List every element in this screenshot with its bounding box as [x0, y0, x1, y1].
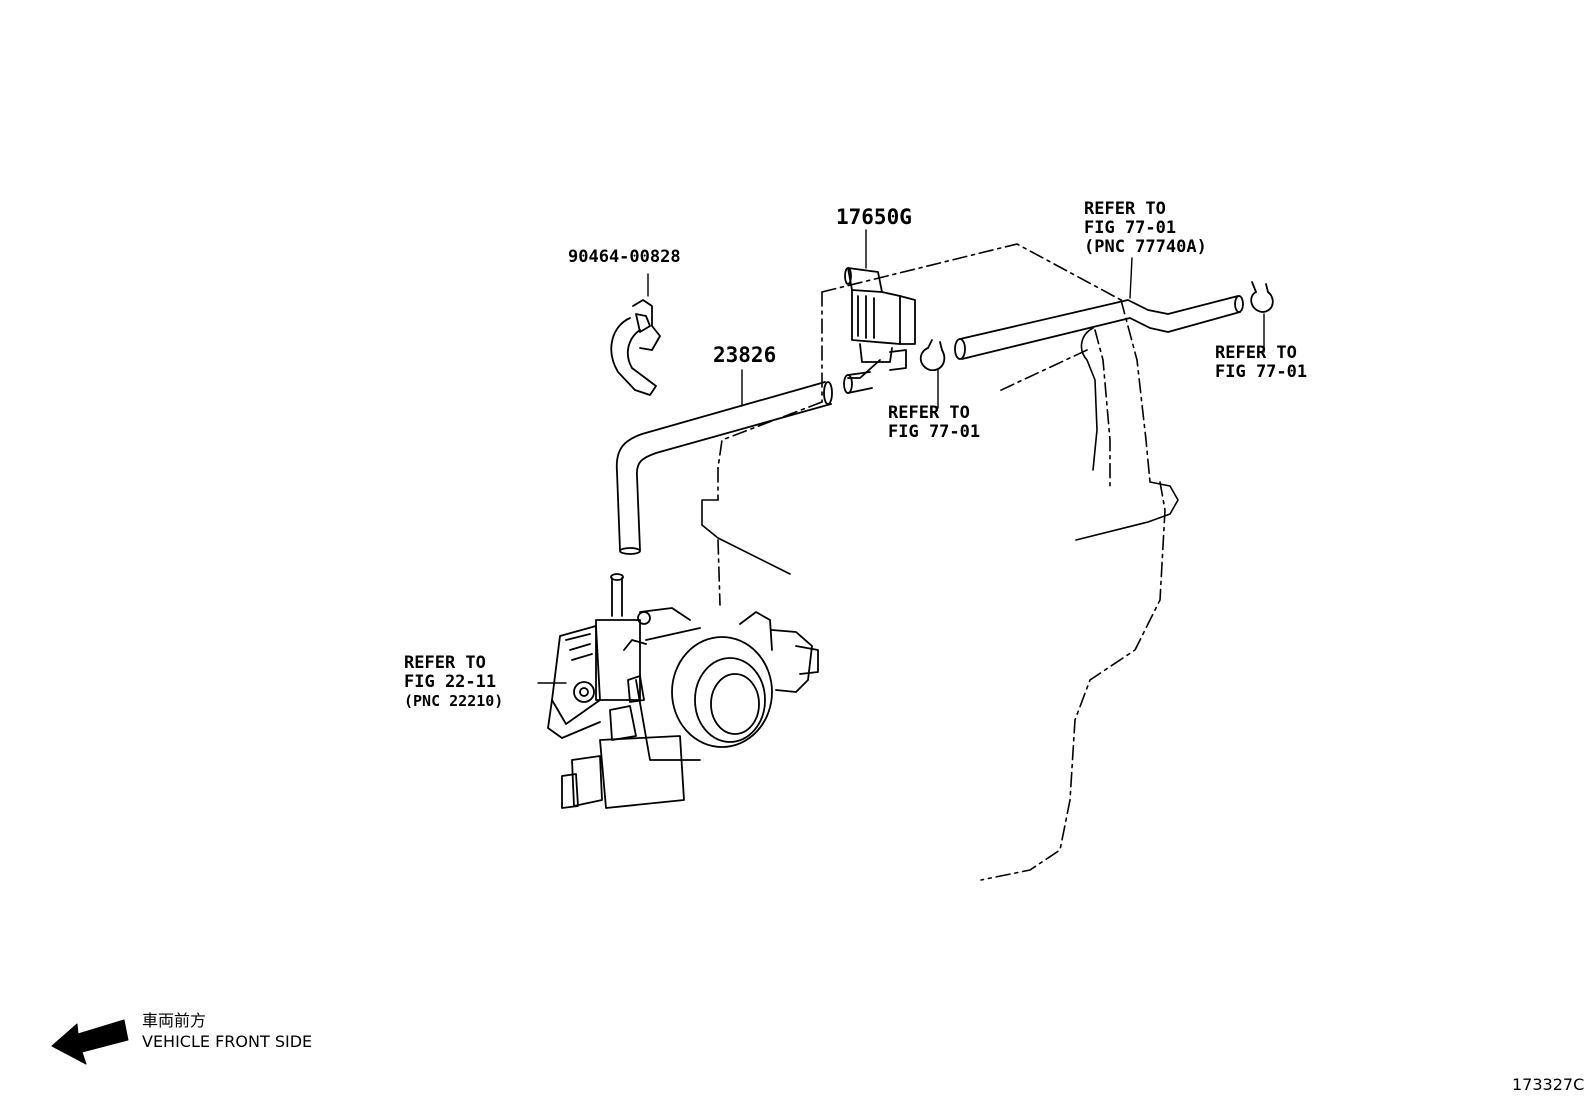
ref-line: REFER TO: [888, 403, 970, 423]
ref-valve-clip: REFER TO FIG 77-01: [888, 404, 980, 442]
manifold-flange: [701, 327, 1179, 575]
hose-23826: [615, 381, 833, 555]
ref-line: FIG 77-01: [1084, 218, 1177, 238]
part-number-90464-00828: 90464-00828: [568, 247, 681, 267]
part-number-23826: 23826: [713, 343, 777, 367]
vehicle-front-label: 車両前方 VEHICLE FRONT SIDE: [142, 1010, 312, 1052]
ref-line: (PNC 77740A): [1084, 237, 1207, 257]
vehicle-front-label-jp: 車両前方: [142, 1011, 207, 1030]
leader-lines: [537, 229, 1265, 684]
part-number-17650g: 17650G: [836, 205, 912, 229]
figure-code: 173327C: [1512, 1075, 1585, 1094]
ref-line: FIG 77-01: [1215, 362, 1308, 382]
throttle-body: [547, 573, 819, 809]
upper-hose: [954, 295, 1244, 360]
ref-line: REFER TO: [404, 653, 486, 673]
vehicle-front-label-en: VEHICLE FRONT SIDE: [142, 1032, 313, 1051]
valve-17650g: [843, 267, 916, 394]
front-direction-arrow: [51, 1019, 129, 1065]
ref-upper-hose: REFER TO FIG 77-01 (PNC 77740A): [1084, 200, 1207, 257]
ref-line: REFER TO: [1215, 343, 1297, 363]
ref-line: FIG 77-01: [888, 422, 981, 442]
clip-right: [1250, 281, 1274, 313]
clamp-90464-00828: [610, 299, 661, 396]
ref-line: REFER TO: [1084, 199, 1166, 219]
ref-throttle-body: REFER TO FIG 22-11 (PNC 22210): [404, 654, 503, 711]
intake-manifold-outline: [717, 243, 1166, 881]
ref-line: (PNC 22210): [404, 692, 504, 710]
clip-near-valve: [919, 339, 946, 372]
ref-line: FIG 22-11: [404, 672, 497, 692]
ref-right-clip: REFER TO FIG 77-01: [1215, 344, 1307, 382]
